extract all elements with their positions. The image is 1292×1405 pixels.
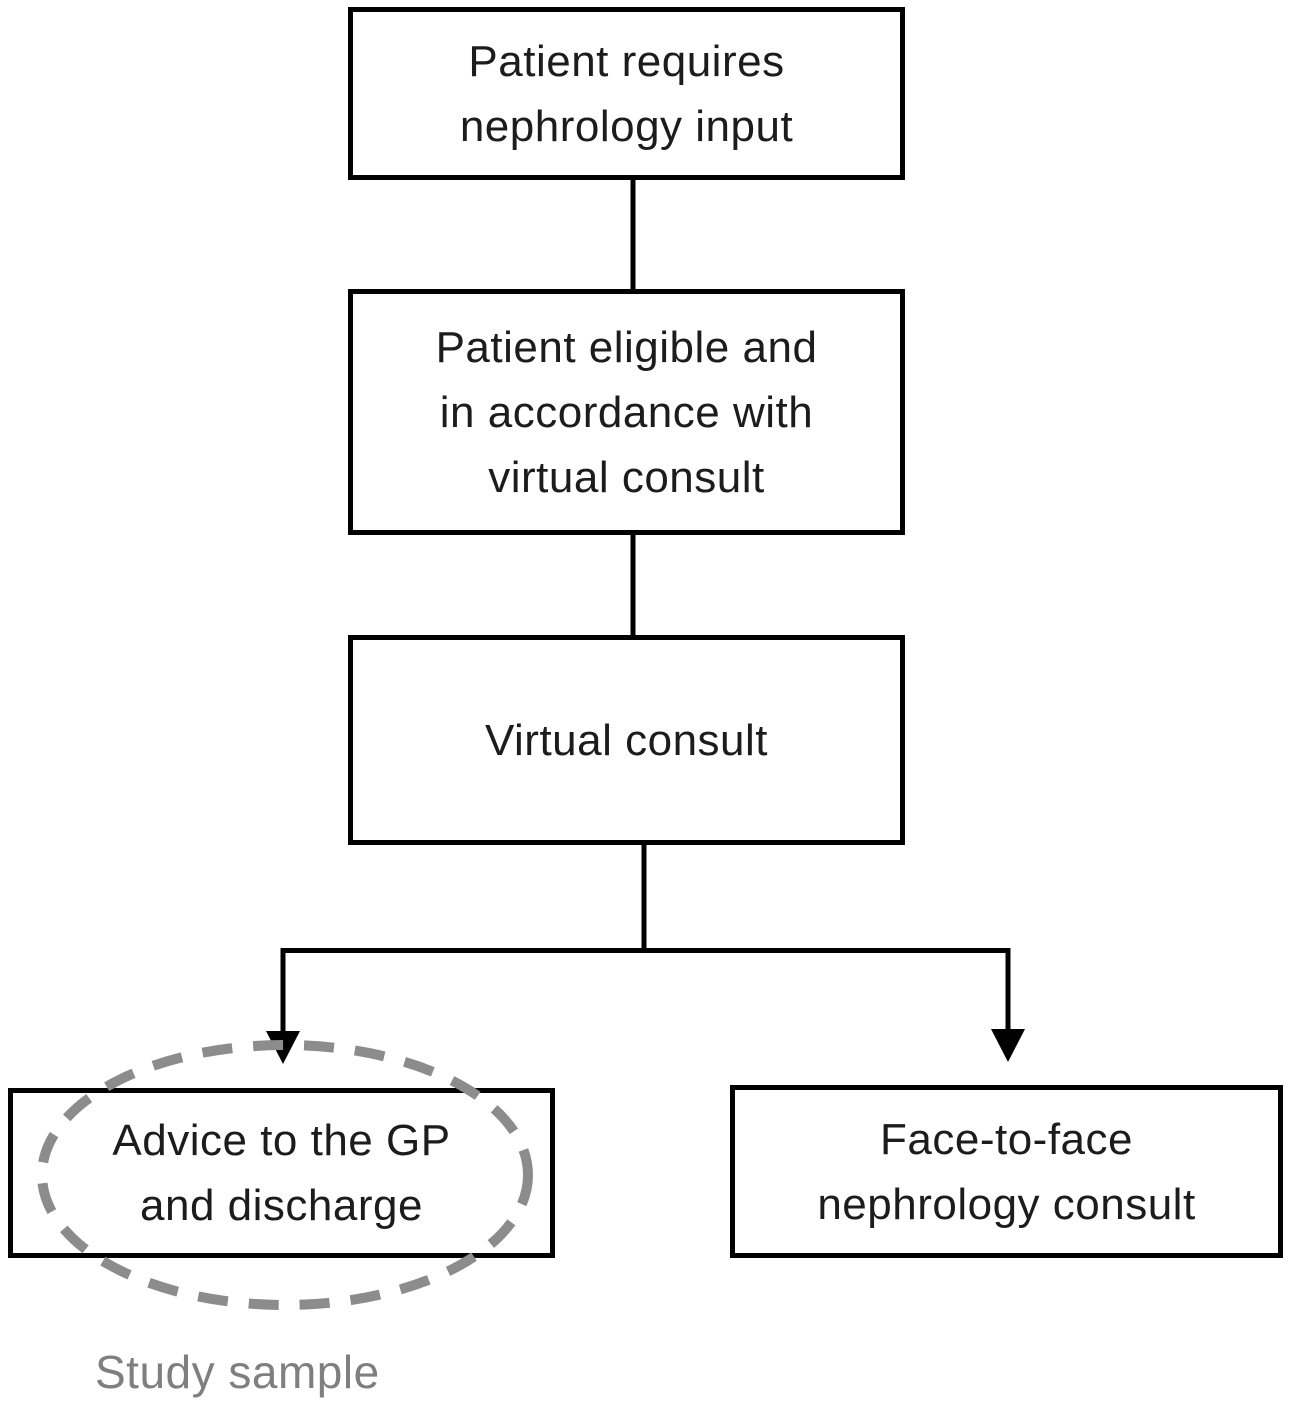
node-text-line: Virtual consult — [484, 715, 769, 765]
node-text-line: virtual consult — [488, 452, 765, 502]
flow-node-patient-requires: Patient requires nephrology input — [348, 7, 905, 180]
flow-node-virtual-consult: Virtual consult — [348, 635, 905, 845]
node-text-line: nephrology input — [459, 101, 794, 151]
node-text-line: nephrology consult — [817, 1179, 1196, 1229]
flow-node-face-to-face-consult: Face-to-face nephrology consult — [730, 1085, 1283, 1258]
node-text-line: in accordance with — [439, 387, 814, 437]
arrowhead-left-icon — [266, 1031, 300, 1064]
node-text-line: Patient requires — [468, 36, 785, 86]
node-text-line: and discharge — [140, 1181, 423, 1230]
arrowhead-right-icon — [991, 1029, 1025, 1062]
study-sample-label: Study sample — [95, 1346, 380, 1398]
node-text-line: Advice to the GP — [112, 1116, 451, 1165]
flow-node-advice-gp-discharge: Advice to the GP and discharge — [8, 1088, 555, 1258]
node-text-line: Patient eligible and — [435, 322, 818, 372]
node-text-line: Face-to-face — [880, 1114, 1133, 1164]
flow-node-patient-eligible: Patient eligible and in accordance with … — [348, 289, 905, 535]
